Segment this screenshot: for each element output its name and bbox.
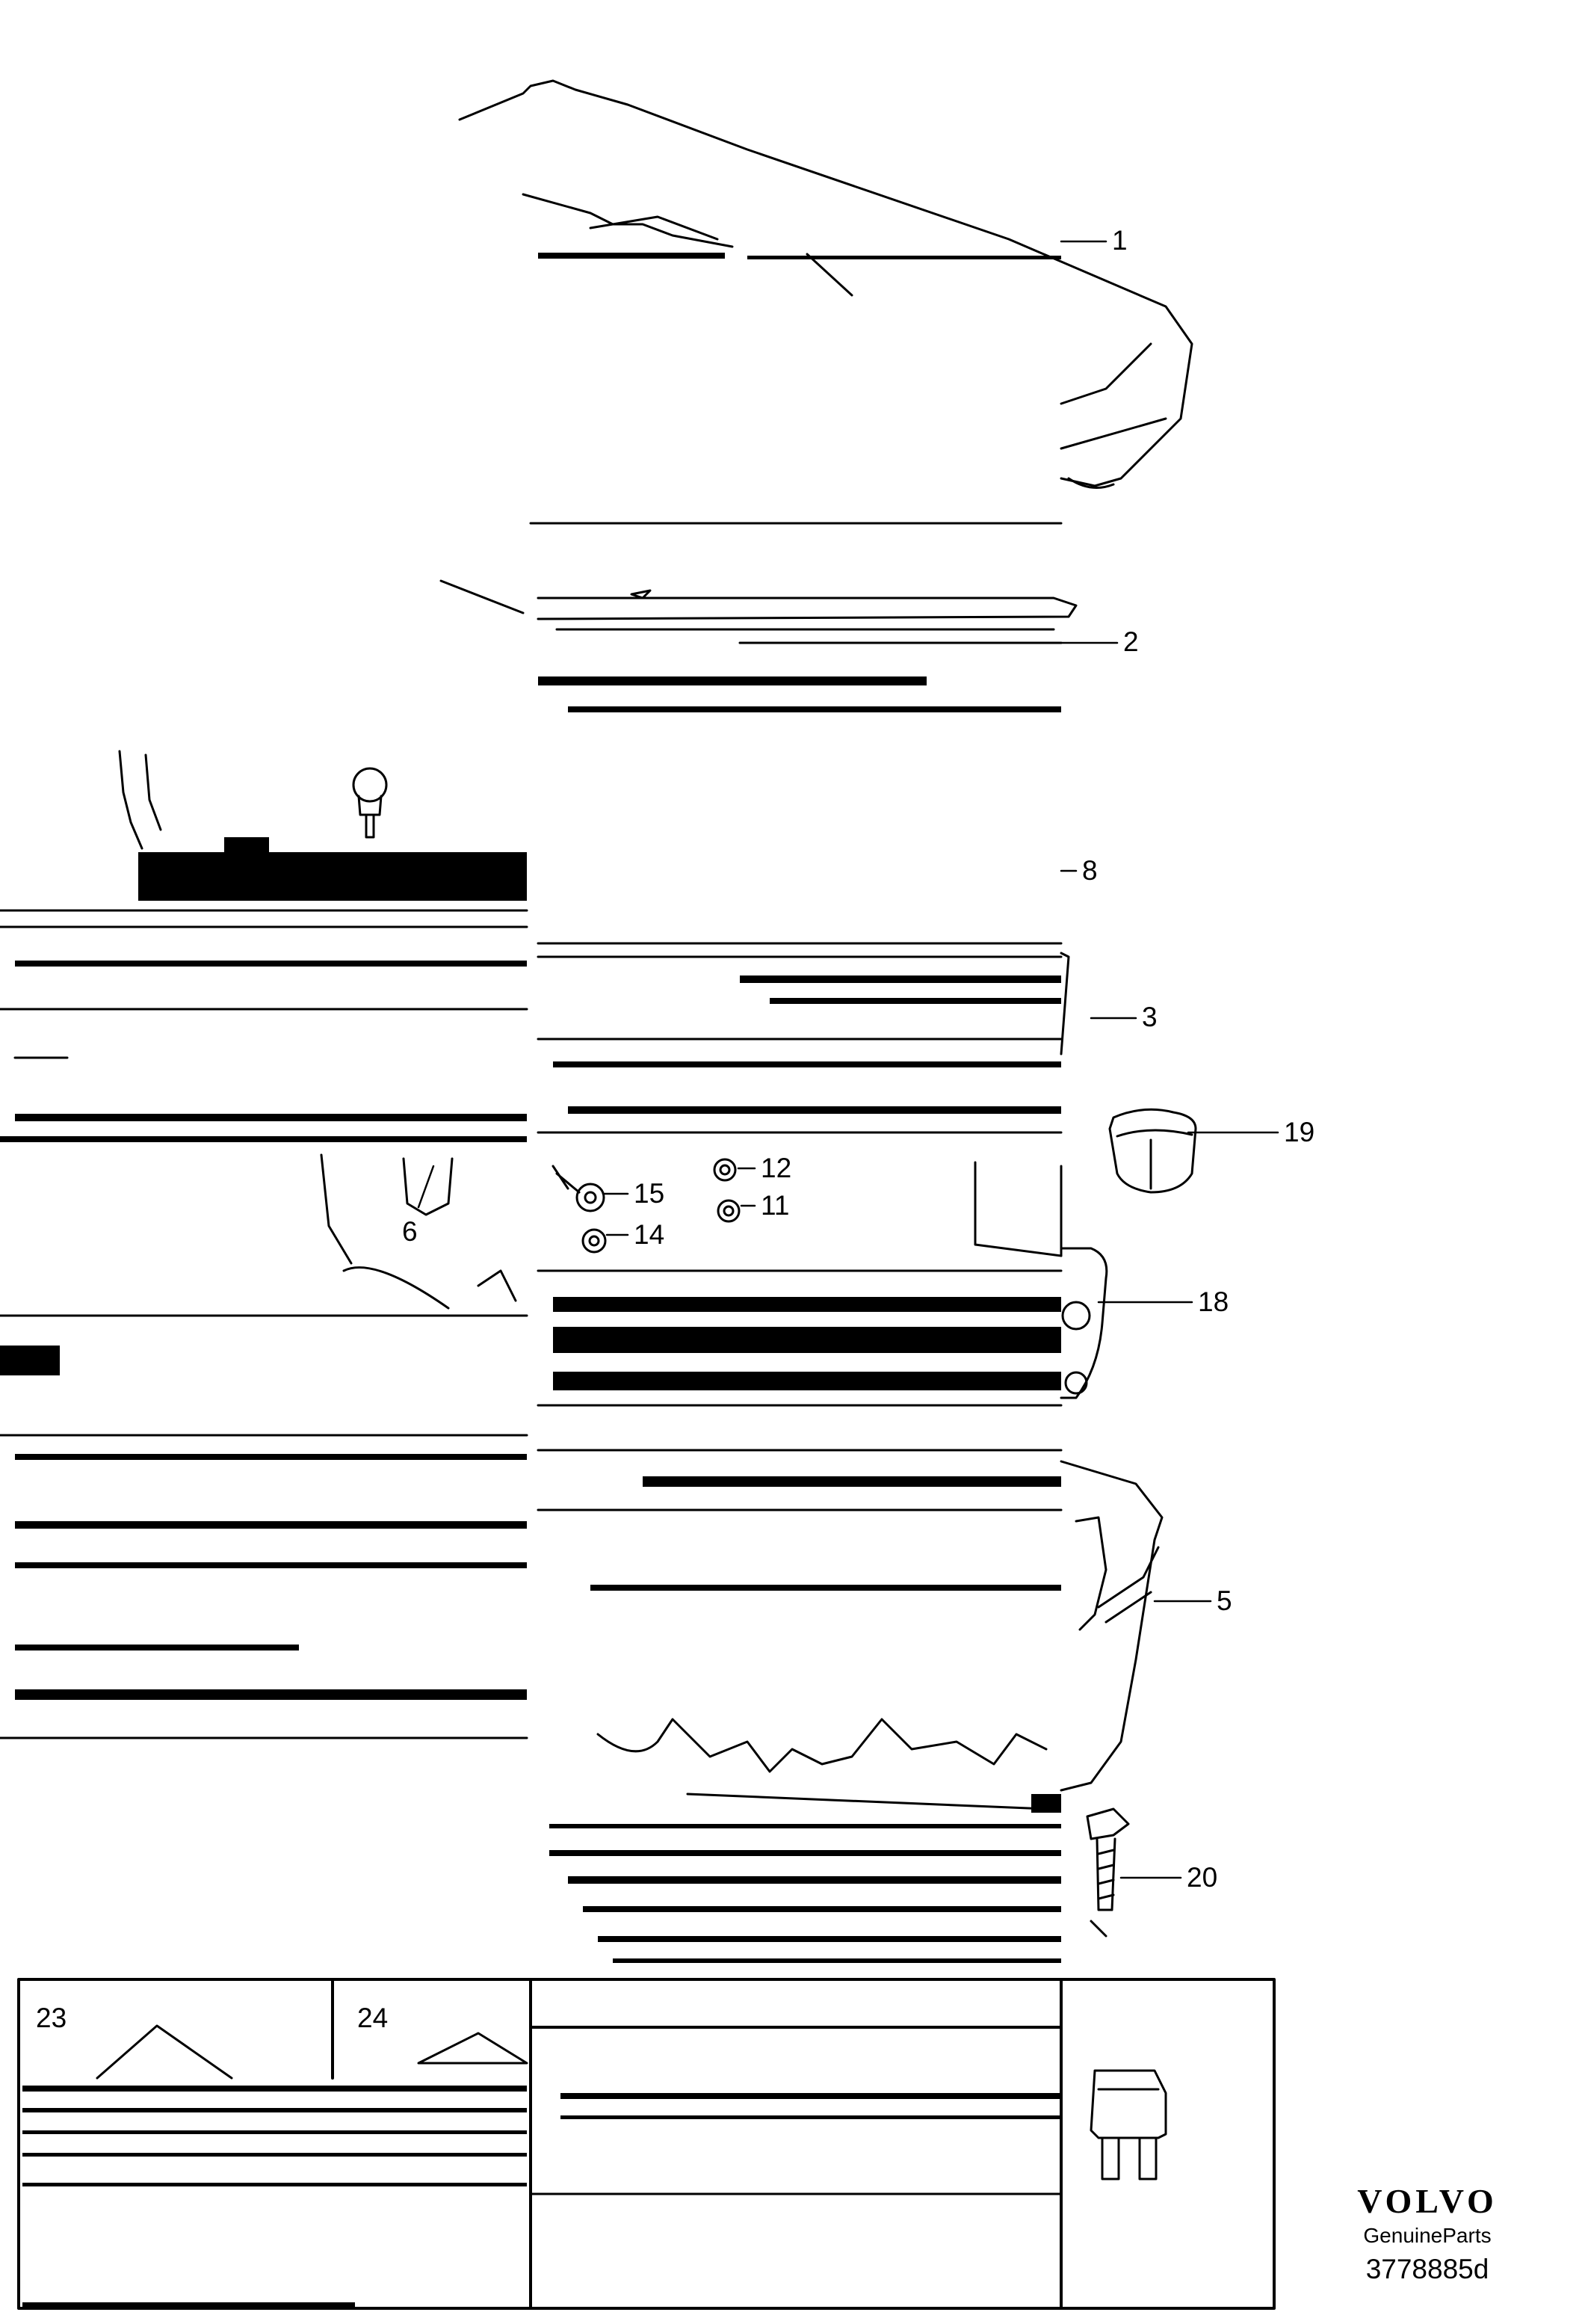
- panel-label-23: 23: [36, 2003, 67, 2033]
- panel-label-24: 24: [357, 2003, 388, 2033]
- callout-8: 8: [1082, 855, 1098, 886]
- diagram-code: 3778885d: [1365, 2254, 1489, 2284]
- box-body-part-18: [0, 1247, 1108, 1739]
- cap-part-19: [1108, 1108, 1197, 1194]
- callout-12: 12: [761, 1153, 791, 1183]
- box-base: [549, 1824, 1061, 1963]
- genuine-parts-label: GenuineParts: [1363, 2224, 1492, 2247]
- callout-18: 18: [1198, 1286, 1229, 1317]
- callout-1: 1: [1112, 225, 1128, 256]
- bolt-part-20: [1086, 1807, 1130, 1938]
- left-bracket-assembly: [0, 750, 528, 1310]
- brand-block: VOLVO GenuineParts 3778885d: [1326, 2181, 1528, 2285]
- volvo-logo: VOLVO: [1357, 2182, 1498, 2220]
- callout-19: 19: [1284, 1117, 1314, 1147]
- fuse-icon: [1090, 2069, 1167, 2180]
- cover-part-1: [458, 79, 1193, 525]
- box-frame-part-8: [537, 942, 1070, 1257]
- callout-3: 3: [1142, 1002, 1158, 1032]
- leader-lines: [417, 240, 1279, 1879]
- callout-11: 11: [761, 1190, 789, 1221]
- small-fasteners: [552, 1158, 1063, 1257]
- callout-labels: 1 2 8 3 19 12 15 11 6 14 18 5 20 23 24: [36, 225, 1314, 2033]
- callout-5: 5: [1217, 1585, 1232, 1616]
- callout-15: 15: [634, 1178, 664, 1209]
- callout-20: 20: [1187, 1862, 1217, 1893]
- plate-part-2: [439, 579, 1078, 712]
- callout-6: 6: [402, 1216, 418, 1247]
- callout-14: 14: [634, 1219, 664, 1250]
- housing-part-5: [537, 1449, 1164, 1813]
- callout-2: 2: [1123, 626, 1139, 657]
- detail-panels: [17, 1978, 1276, 2310]
